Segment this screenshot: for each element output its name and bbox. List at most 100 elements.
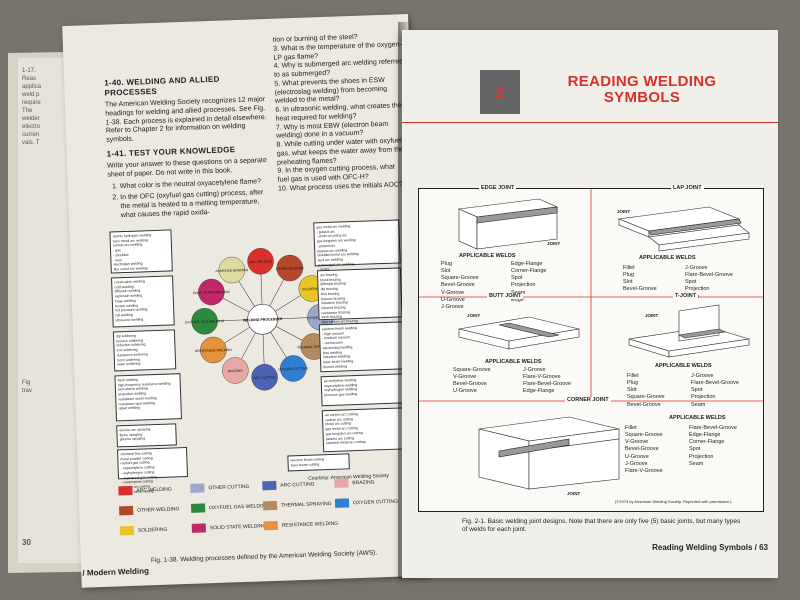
legend-item: OXYGEN CUTTING (334, 497, 398, 508)
corner-joint-welds-col2: Flare-Bevel-Groove Edge-Flange Corner-Fl… (689, 425, 737, 468)
weld-type: Flare-Bevel-Groove (689, 425, 737, 431)
under-page-line: require (22, 100, 41, 106)
weld-type: Spot (685, 279, 697, 286)
lap-joint-title: LAP JOINT (671, 185, 704, 191)
legend-label: SOLDERING (137, 526, 168, 534)
process-node-label: RESISTANCE WELDING (195, 348, 233, 353)
lap-joint-applicable: APPLICABLE WELDS (639, 255, 696, 261)
chapter-title-line: READING WELDING (567, 73, 717, 90)
weld-type: Bevel-Groove (441, 282, 475, 289)
section-intro-1-41: Write your answer to these questions on … (106, 156, 267, 179)
section-text-1-40: The American Welding Society recognizes … (104, 96, 267, 144)
weld-type: Square-Groove (625, 432, 663, 439)
weld-type: Flare-Bevel-Groove (691, 380, 739, 387)
weld-type: V-Groove (453, 374, 477, 381)
legend-swatch (190, 503, 206, 513)
weld-type: J-Groove (685, 265, 708, 271)
legend-swatch (334, 478, 349, 488)
weld-type: Square-Groove (453, 367, 491, 373)
under-page-line: The (22, 108, 33, 114)
edge-joint-title: EDGE JOINT (479, 185, 517, 191)
copyright-note: (©1979 by American Welding Society. Repr… (615, 499, 732, 504)
under-page-line: curren (22, 132, 40, 138)
left-page-column-2: tion or burning of the steel? 3. What is… (273, 32, 408, 194)
legend-label: OTHER WELDING (137, 505, 180, 514)
corner-joint-applicable: APPLICABLE WELDS (669, 415, 726, 421)
chapter-title: READING WELDING SYMBOLS (532, 74, 752, 106)
legend-swatch (118, 485, 133, 496)
legend-label: OXYFUEL GAS WELDING (209, 502, 270, 511)
chapter-title-line: SYMBOLS (603, 88, 681, 106)
process-node-label: BRAZING (228, 369, 243, 374)
process-node (222, 357, 249, 384)
under-page-line: electro (22, 124, 41, 130)
process-node (200, 336, 227, 364)
weld-type: J-Groove (441, 303, 464, 310)
butt-joint-title: BUTT JOINT (487, 293, 524, 299)
weld-type: Spot (511, 275, 523, 282)
process-node-label: OTHER WELDING (276, 266, 304, 271)
hub-label: WELDING PROCESSES (243, 317, 283, 322)
legend-label: ARC WELDING (136, 486, 172, 494)
weld-type: Projection (685, 286, 710, 293)
edge-joint-label: JOINT (547, 241, 561, 246)
weld-type: Square-Groove (627, 394, 665, 401)
weld-type: U-Groove (441, 296, 465, 303)
process-node-label: ADHESIVE BONDING (215, 268, 249, 273)
legend-item: BRAZING (334, 477, 375, 488)
process-list-item: wave soldering (116, 361, 141, 367)
edge-joint-welds-col1: Plug Slot Square-Groove Bevel-Groove V-G… (441, 261, 479, 311)
corner-joint-title: CORNER JOINT (565, 397, 611, 403)
process-node-label: SOLDERING (302, 287, 322, 292)
butt-joint-label: JOINT (467, 313, 481, 318)
lap-joint-drawing (617, 206, 750, 252)
edge-joint-applicable: APPLICABLE WELDS (459, 253, 516, 259)
edge-joint-drawing (457, 198, 559, 250)
process-list-item: laser beam cutting (290, 462, 320, 468)
corner-joint-label: JOINT (567, 491, 581, 496)
t-joint-label: JOINT (645, 313, 659, 318)
joint-drawings (419, 189, 763, 490)
process-node (276, 254, 303, 282)
butt-joint-drawing (458, 316, 580, 350)
weld-type: V-Groove (441, 289, 465, 296)
section-heading-1-40: 1-40. WELDING AND ALLIED PROCESSES (104, 74, 220, 98)
legend-swatch (190, 483, 205, 493)
weld-type: U-Groove (453, 388, 477, 395)
t-joint-title: T-JOINT (673, 293, 699, 299)
process-list-box: electron beam welding- high vacuum- medi… (318, 321, 405, 373)
right-page: 2 READING WELDING SYMBOLS (402, 30, 778, 578)
process-node (198, 278, 225, 306)
process-node (251, 364, 278, 391)
weld-type: Corner-Flange (689, 439, 725, 446)
process-list-item: ultrasonic welding (115, 317, 144, 323)
weld-type: Fillet (623, 265, 635, 271)
legend-item: OXYFUEL GAS WELDING (190, 501, 270, 513)
edge-joint-welds-col2: Edge-Flange Corner-Flange Spot Projectio… (511, 261, 546, 304)
weld-type: J-Groove (691, 373, 714, 379)
legend-item: OTHER CUTTING (190, 482, 250, 493)
t-joint-welds-col1: Fillet Plug Slot Square-Groove Bevel-Gro… (627, 373, 665, 409)
diagram-legend: ARC WELDING OTHER WELDING SOLDERING OTHER C… (118, 476, 410, 556)
legend-label: RESISTANCE WELDING (281, 520, 339, 529)
legend-swatch (262, 480, 277, 491)
legend-item: ARC CUTTING (262, 480, 315, 491)
weld-type: Plug (623, 272, 635, 279)
weld-type: Bevel-Groove (453, 381, 487, 388)
legend-item: THERMAL SPRAYING (262, 499, 332, 511)
weld-type: Flare-Bevel-Groove (523, 381, 571, 388)
legend-swatch (262, 500, 278, 511)
figure-caption-2-1: Fig. 2-1. Basic welding joint designs. N… (462, 518, 741, 534)
legend-label: THERMAL SPRAYING (280, 500, 332, 509)
corner-joint-welds-col1: Fillet Square-Groove V-Groove Bevel-Groo… (625, 425, 663, 475)
weld-type: Spot (689, 446, 701, 453)
weld-type: Projection (689, 453, 714, 460)
weld-type: Seam (689, 460, 704, 467)
process-list-box: gas metal arc welding- pulsed arc- short… (313, 219, 401, 272)
process-node-label: SOLID STATE WELDING (193, 290, 231, 295)
weld-type: Fillet (627, 373, 639, 379)
question-list: What color is the neutral oxyacetylene f… (108, 178, 274, 221)
